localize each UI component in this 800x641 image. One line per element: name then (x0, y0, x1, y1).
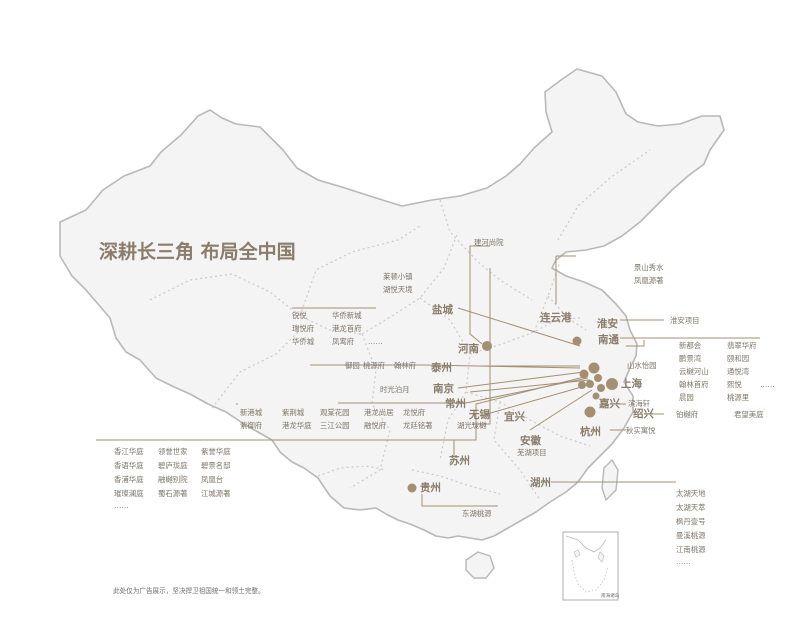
project-label: 碧庐珑庭 (158, 461, 188, 470)
city-label-lianyungang: 连云港 (540, 311, 572, 324)
more-mark: …… (114, 501, 129, 510)
project-label: 芜湖项目 (517, 448, 547, 457)
project-label: 桃源里 (727, 393, 749, 402)
project-label: 新港城 (240, 408, 263, 417)
city-label-changzhou: 常州 (445, 397, 466, 410)
project-label: 瑞悦府 (292, 324, 315, 333)
project-label: 御园 (345, 361, 360, 370)
project-label: 凤凰源著 (634, 276, 664, 285)
city-labels: 连云港 淮安 盐城 河南 泰州 南通 上海 南京 常州 无锡 宜兴 嘉兴 绍兴 … (420, 303, 654, 494)
project-label: 秋实寓悦 (626, 426, 656, 435)
project-label: 紫御府 (240, 421, 263, 430)
project-dots (407, 336, 618, 493)
taiwan-island (601, 458, 619, 502)
city-label-taizhou: 泰州 (430, 361, 452, 374)
project-label: 鹏景湾 (679, 354, 702, 363)
project-label: 翰林首府 (679, 380, 709, 389)
project-label: 凤鸾府 (332, 337, 355, 346)
project-label: 建河尚院 (474, 238, 504, 247)
project-label: 滨海轩 (628, 399, 651, 408)
city-label-nanjing: 南京 (433, 382, 454, 395)
project-label: 华侨新城 (332, 311, 362, 320)
city-label-jiaxing: 嘉兴 (598, 397, 620, 410)
city-label-yixing: 宜兴 (504, 410, 525, 423)
project-label: 莱顿小镇 (383, 272, 413, 281)
project-label: 颐和园 (727, 354, 749, 363)
south-china-sea-inset: 南海诸岛 (562, 531, 620, 601)
project-labels: 建河尚院 景山秀水 凤凰源著 淮安项目 莱顿小镇 湖悦天境 锐悦 华侨新城 瑞悦… (114, 238, 775, 566)
project-label: 湖悦天境 (383, 285, 413, 294)
city-label-shanghai: 上海 (621, 377, 642, 390)
disclaimer-footnote: 此处仅为广告展示，坚决捍卫祖国统一和领土完整。 (113, 586, 265, 595)
project-label: 淮安项目 (670, 316, 700, 325)
project-label: 山水怡园 (627, 361, 657, 370)
project-label: 港龙首府 (332, 324, 362, 333)
more-mark: …… (676, 557, 691, 566)
province-borders (149, 149, 651, 501)
city-label-suzhou: 苏州 (449, 454, 470, 467)
project-label: 龙悦府 (403, 408, 426, 417)
project-label: 云樾河山 (679, 367, 709, 376)
city-label-yancheng: 盐城 (432, 303, 453, 316)
more-mark: …… (760, 380, 775, 389)
project-label: 翰林府 (394, 361, 417, 370)
project-label: 熙悦 (727, 380, 742, 389)
project-label: 湖光珑樾 (457, 421, 487, 430)
project-label: 香语华庭 (114, 461, 144, 470)
project-label: 紫誉华庭 (201, 447, 231, 456)
project-label: 港龙尚居 (364, 408, 394, 417)
city-label-huaian: 淮安 (597, 317, 618, 330)
project-label: 三江公园 (320, 421, 350, 430)
project-label: 太湖天萃 (676, 503, 706, 512)
project-label: 香江华庭 (114, 447, 144, 456)
city-label-huzhou: 湖州 (530, 476, 551, 489)
more-mark: …… (368, 337, 383, 346)
project-label: 港龙华庭 (282, 421, 312, 430)
project-label: 新都会 (679, 341, 702, 350)
city-label-henan: 河南 (458, 342, 479, 355)
project-label: 君望美庭 (734, 410, 764, 419)
project-label: 碧景名邸 (201, 461, 231, 470)
project-label: 融悦府 (364, 421, 387, 430)
project-label: 锐悦 (292, 311, 307, 320)
project-label: 观棠花园 (320, 408, 350, 417)
inset-label: 南海诸岛 (601, 592, 620, 599)
project-label: 曼溪桃源 (676, 531, 706, 540)
project-label: 领誉世家 (158, 447, 188, 456)
project-label: 铂樾府 (676, 410, 699, 419)
project-label: 通悦湾 (727, 367, 750, 376)
city-label-shaoxing: 绍兴 (633, 407, 654, 420)
project-label: 香浦华庭 (114, 475, 144, 484)
project-label: 景山秀水 (634, 263, 664, 272)
project-label: 东湖桃源 (462, 509, 492, 518)
headline: 深耕长三角 布局全中国 (99, 240, 296, 263)
project-label: 枫丹壹号 (676, 517, 706, 526)
city-label-wuxi: 无锡 (468, 408, 490, 421)
leader-lines (96, 245, 760, 507)
project-label: 晨园 (679, 393, 694, 402)
city-label-hangzhou: 杭州 (580, 425, 601, 438)
project-label: 蜀石源著 (158, 489, 188, 498)
project-label: 凤凰台 (201, 475, 223, 484)
project-label: 太湖天地 (676, 489, 706, 498)
city-label-anhui: 安徽 (520, 434, 541, 447)
project-label: 时光泊月 (380, 385, 410, 394)
project-label: 璀璨澜庭 (114, 489, 144, 498)
project-label: 桃源府 (363, 361, 386, 370)
project-label: 紫荆城 (282, 408, 305, 417)
project-label: 翡翠华府 (727, 341, 757, 350)
city-label-nantong: 南通 (598, 333, 619, 346)
project-label: 华侨城 (292, 337, 315, 346)
project-label: 江南桃源 (676, 545, 706, 554)
city-label-guizhou: 贵州 (420, 481, 441, 494)
project-label: 江城源著 (201, 489, 231, 498)
project-label: 融樾别院 (158, 475, 188, 484)
project-label: 龙廷铭著 (403, 421, 433, 430)
china-map-outline (59, 68, 725, 541)
hainan-island (465, 551, 495, 579)
